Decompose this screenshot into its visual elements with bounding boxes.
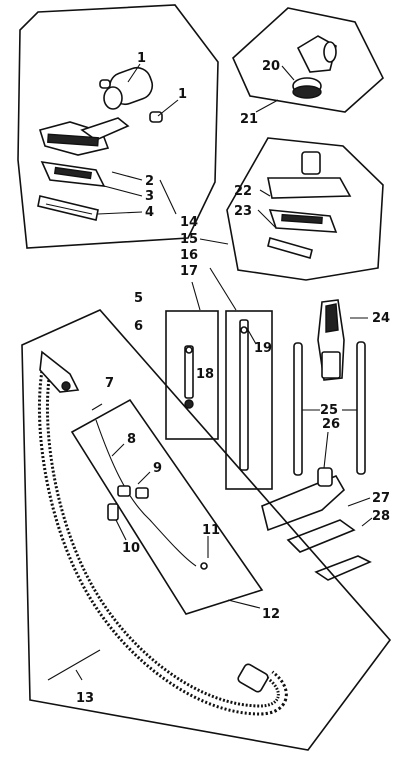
hose-adapter-part	[292, 35, 337, 99]
callout-13: 13	[76, 691, 94, 706]
brush-insert-part	[40, 160, 106, 187]
floor-strip-part	[267, 237, 313, 259]
rug-tool-part: 26	[261, 417, 346, 532]
callout-4: 4	[145, 205, 154, 220]
callout-21: 21	[240, 112, 258, 127]
callout-10: 10	[122, 541, 140, 556]
callout-12: 12	[262, 607, 280, 622]
hose-handle-part	[39, 350, 80, 393]
extension-wands-part: 25	[293, 341, 366, 476]
floor-tool-part	[267, 151, 352, 199]
rug-insert-part: 27	[286, 491, 390, 553]
callout-16: 16	[180, 248, 198, 263]
wand-box-19: 19	[225, 310, 273, 490]
callout-24: 24	[372, 311, 390, 326]
callout-3: 3	[145, 189, 154, 204]
upholstery-tool-part	[38, 117, 130, 156]
crevice-tool-part: 24	[317, 299, 390, 381]
callout-23: 23	[234, 204, 252, 219]
floor-insert-part	[268, 209, 338, 233]
callout-19: 19	[254, 341, 272, 356]
callout-1: 1	[137, 51, 146, 66]
callout-9: 9	[153, 461, 162, 476]
callout-25: 25	[320, 403, 338, 418]
adapter-box: 20 21	[232, 7, 384, 127]
wand-box-18: 18	[165, 310, 219, 440]
hose-wire-part	[95, 419, 208, 570]
floor-tool-box: 22 23	[226, 137, 384, 281]
callout-17: 17	[180, 264, 198, 279]
callout-14: 14	[180, 215, 198, 230]
callout-6: 6	[134, 319, 143, 334]
callout-22: 22	[234, 184, 252, 199]
callout-26: 26	[322, 417, 340, 432]
callout-5: 5	[134, 291, 143, 306]
callout-group-14-17: 14 15 16 17	[159, 179, 237, 311]
rug-strip-part: 28	[314, 509, 390, 581]
callout-15: 15	[180, 232, 198, 247]
hose-assembly-box: 5 6 7 8 9 10 11 12 13	[21, 291, 392, 751]
callout-7: 7	[105, 376, 114, 391]
callout-1: 1	[178, 87, 187, 102]
callout-20: 20	[262, 59, 280, 74]
dusting-brush-part	[99, 66, 163, 123]
callout-27: 27	[372, 491, 390, 506]
tool-kit-box: 1 1 2 3 4	[17, 4, 219, 249]
callout-8: 8	[127, 432, 136, 447]
callout-18: 18	[196, 367, 214, 382]
callout-2: 2	[145, 174, 154, 189]
hose-cuff-part	[237, 663, 269, 693]
callout-11: 11	[202, 523, 220, 538]
callout-28: 28	[372, 509, 390, 524]
bristle-strip-part	[37, 195, 99, 221]
